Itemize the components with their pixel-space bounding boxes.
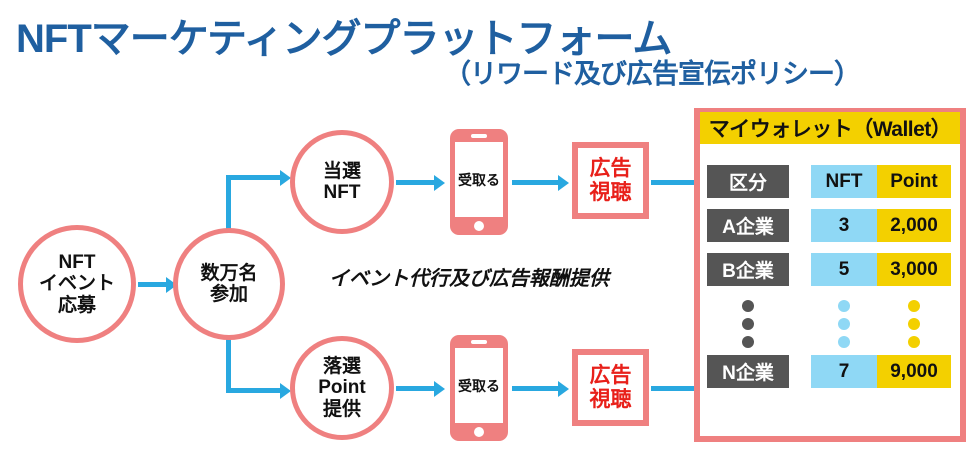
wallet-table: 区分 NFT Point A企業 3 2,000 B企業 5 3,000 xyxy=(707,165,957,399)
node-participants[interactable]: 数万名 参加 xyxy=(173,228,285,340)
arrow-join-to-win-horizontal xyxy=(226,175,282,180)
arrow-win-to-phone-head xyxy=(434,175,445,191)
arrow-join-to-win-vertical xyxy=(226,175,231,231)
arrow-join-to-lose-head xyxy=(280,383,291,399)
arrow-phone-to-ad-top-head xyxy=(558,175,569,191)
cell-point-value: 3,000 xyxy=(877,253,951,286)
smartphone-icon-top[interactable]: 受取る xyxy=(450,129,508,235)
phone-speaker-slot xyxy=(471,340,487,344)
node-nft-event-apply-label: NFT イベント 応募 xyxy=(38,252,115,316)
arrow-phone-to-ad-bottom-line xyxy=(512,386,560,391)
arrow-join-to-win-head xyxy=(280,170,291,186)
node-winner-nft-label: 当選 NFT xyxy=(322,160,361,203)
ad-view-label-top: 広告 視聴 xyxy=(589,156,632,204)
cell-point-value: 2,000 xyxy=(877,209,951,242)
cell-company-name: B企業 xyxy=(707,253,789,286)
column-header-nft: NFT xyxy=(811,165,877,198)
arrow-ad-to-wallet-bottom-line xyxy=(651,386,699,391)
ad-view-box-top[interactable]: 広告 視聴 xyxy=(572,142,649,219)
arrow-phone-to-ad-top-line xyxy=(512,180,560,185)
wallet-title-bar: マイウォレット（Wallet） xyxy=(700,112,960,144)
arrow-ad-to-wallet-top-line xyxy=(651,180,699,185)
ellipsis-dot xyxy=(742,300,754,312)
column-header-category: 区分 xyxy=(707,165,789,198)
cell-company-name: A企業 xyxy=(707,209,789,242)
ellipsis-dot xyxy=(838,318,850,330)
phone-screen-top: 受取る xyxy=(455,142,503,217)
ellipsis-dot xyxy=(908,300,920,312)
page-title: NFTマーケティングプラットフォーム xyxy=(16,17,672,61)
smartphone-icon-bottom[interactable]: 受取る xyxy=(450,335,508,441)
arrow-join-to-lose-horizontal xyxy=(226,388,282,393)
ellipsis-dot xyxy=(908,336,920,348)
arrow-win-to-phone-line xyxy=(396,180,436,185)
table-row: B企業 5 3,000 xyxy=(707,253,957,286)
cell-company-name: N企業 xyxy=(707,355,789,388)
phone-home-button xyxy=(474,221,484,231)
service-note: イベント代行及び広告報酬提供 xyxy=(329,268,609,290)
node-loser-point-label: 落選 Point 提供 xyxy=(318,356,366,420)
arrow-join-to-lose-vertical xyxy=(226,337,231,393)
column-header-point: Point xyxy=(877,165,951,198)
cell-nft-count: 7 xyxy=(811,355,877,388)
ellipsis-point xyxy=(877,297,951,351)
table-row: A企業 3 2,000 xyxy=(707,209,957,242)
cell-nft-count: 3 xyxy=(811,209,877,242)
table-ellipsis-row xyxy=(707,297,957,349)
table-header-row: 区分 NFT Point xyxy=(707,165,957,198)
node-participants-label: 数万名 参加 xyxy=(200,262,258,305)
ellipsis-dot xyxy=(838,300,850,312)
phone-label-top: 受取る xyxy=(458,171,500,188)
ellipsis-dot xyxy=(838,336,850,348)
ellipsis-dot xyxy=(742,318,754,330)
ellipsis-category xyxy=(707,297,789,351)
phone-screen-bottom: 受取る xyxy=(455,348,503,423)
ellipsis-nft xyxy=(811,297,877,351)
node-nft-event-apply[interactable]: NFT イベント 応募 xyxy=(18,225,136,343)
arrow-lose-to-phone-line xyxy=(396,386,436,391)
arrow-apply-to-join-line xyxy=(138,282,168,287)
ellipsis-dot xyxy=(742,336,754,348)
wallet-title: マイウォレット（Wallet） xyxy=(708,118,952,141)
phone-home-button xyxy=(474,427,484,437)
node-loser-point[interactable]: 落選 Point 提供 xyxy=(290,336,394,440)
phone-label-bottom: 受取る xyxy=(458,377,500,394)
node-winner-nft[interactable]: 当選 NFT xyxy=(290,130,394,234)
page-subtitle: （リワード及び広告宣伝ポリシー） xyxy=(444,59,861,89)
ad-view-label-bottom: 広告 視聴 xyxy=(589,363,632,411)
cell-point-value: 9,000 xyxy=(877,355,951,388)
phone-speaker-slot xyxy=(471,134,487,138)
ad-view-box-bottom[interactable]: 広告 視聴 xyxy=(572,349,649,426)
cell-nft-count: 5 xyxy=(811,253,877,286)
arrow-lose-to-phone-head xyxy=(434,381,445,397)
table-row: N企業 7 9,000 xyxy=(707,355,957,388)
arrow-apply-to-join-head xyxy=(166,277,177,293)
arrow-phone-to-ad-bottom-head xyxy=(558,381,569,397)
ellipsis-dot xyxy=(908,318,920,330)
